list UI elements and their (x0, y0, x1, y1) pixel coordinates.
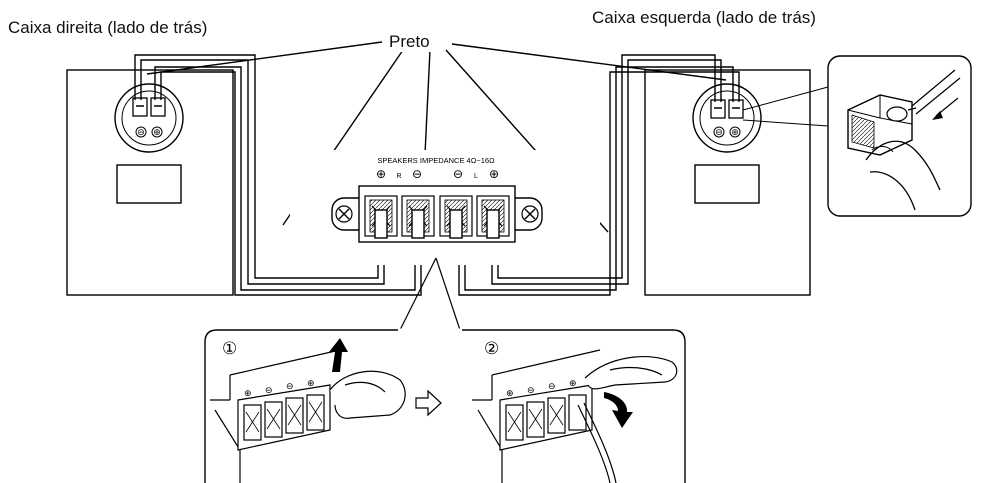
l-minus-mark: ⊖ (453, 167, 463, 181)
left-speaker-minus-mark: ⊖ (715, 127, 723, 137)
r-plus-mark: ⊕ (376, 167, 386, 181)
step2-mark-3: ⊖ (548, 381, 556, 391)
channel-l-label: L (474, 173, 478, 180)
terminal-detail-inset (742, 55, 972, 217)
step-1-push-arrow (329, 338, 348, 372)
left-speaker-label: Caixa esquerda (lado de trás) (592, 8, 816, 27)
step-1-illustration: ⊕ ⊖ ⊖ ⊕ (210, 349, 406, 483)
amplifier-speaker-terminals: SPEAKERS IMPEDANCE 4Ω~16Ω ⊕ R ⊖ ⊖ L ⊕ (290, 150, 600, 265)
channel-r-label: R (396, 173, 401, 180)
r-minus-mark: ⊖ (412, 167, 422, 181)
step-2-release-arrow (604, 392, 633, 428)
step2-mark-4: ⊕ (569, 378, 577, 388)
black-wire-label: Preto (386, 32, 433, 52)
step-2-illustration: ⊕ ⊖ ⊖ ⊕ (472, 349, 678, 483)
next-step-arrow (415, 389, 442, 417)
step-callout: ① ⊕ ⊖ ⊖ ⊕ (204, 257, 686, 483)
step-1-number: ① (222, 339, 237, 358)
speakers-impedance-label: SPEAKERS IMPEDANCE 4Ω~16Ω (377, 156, 495, 165)
right-speaker-minus-mark: ⊖ (137, 127, 145, 137)
speaker-cables (134, 54, 740, 296)
step2-mark-2: ⊖ (527, 385, 535, 395)
step1-mark-1: ⊕ (244, 388, 252, 398)
l-plus-mark: ⊕ (489, 167, 499, 181)
left-speaker-back: ⊖ ⊕ (644, 69, 811, 296)
step1-mark-4: ⊕ (307, 378, 315, 388)
left-speaker-plus-mark: ⊕ (731, 127, 739, 137)
step1-mark-3: ⊖ (286, 381, 294, 391)
step1-mark-2: ⊖ (265, 385, 273, 395)
right-speaker-label: Caixa direita (lado de trás) (8, 18, 208, 37)
right-speaker-back: ⊖ ⊕ (66, 69, 234, 296)
step2-mark-1: ⊕ (506, 388, 514, 398)
step-2-number: ② (484, 339, 499, 358)
right-speaker-plus-mark: ⊕ (153, 127, 161, 137)
